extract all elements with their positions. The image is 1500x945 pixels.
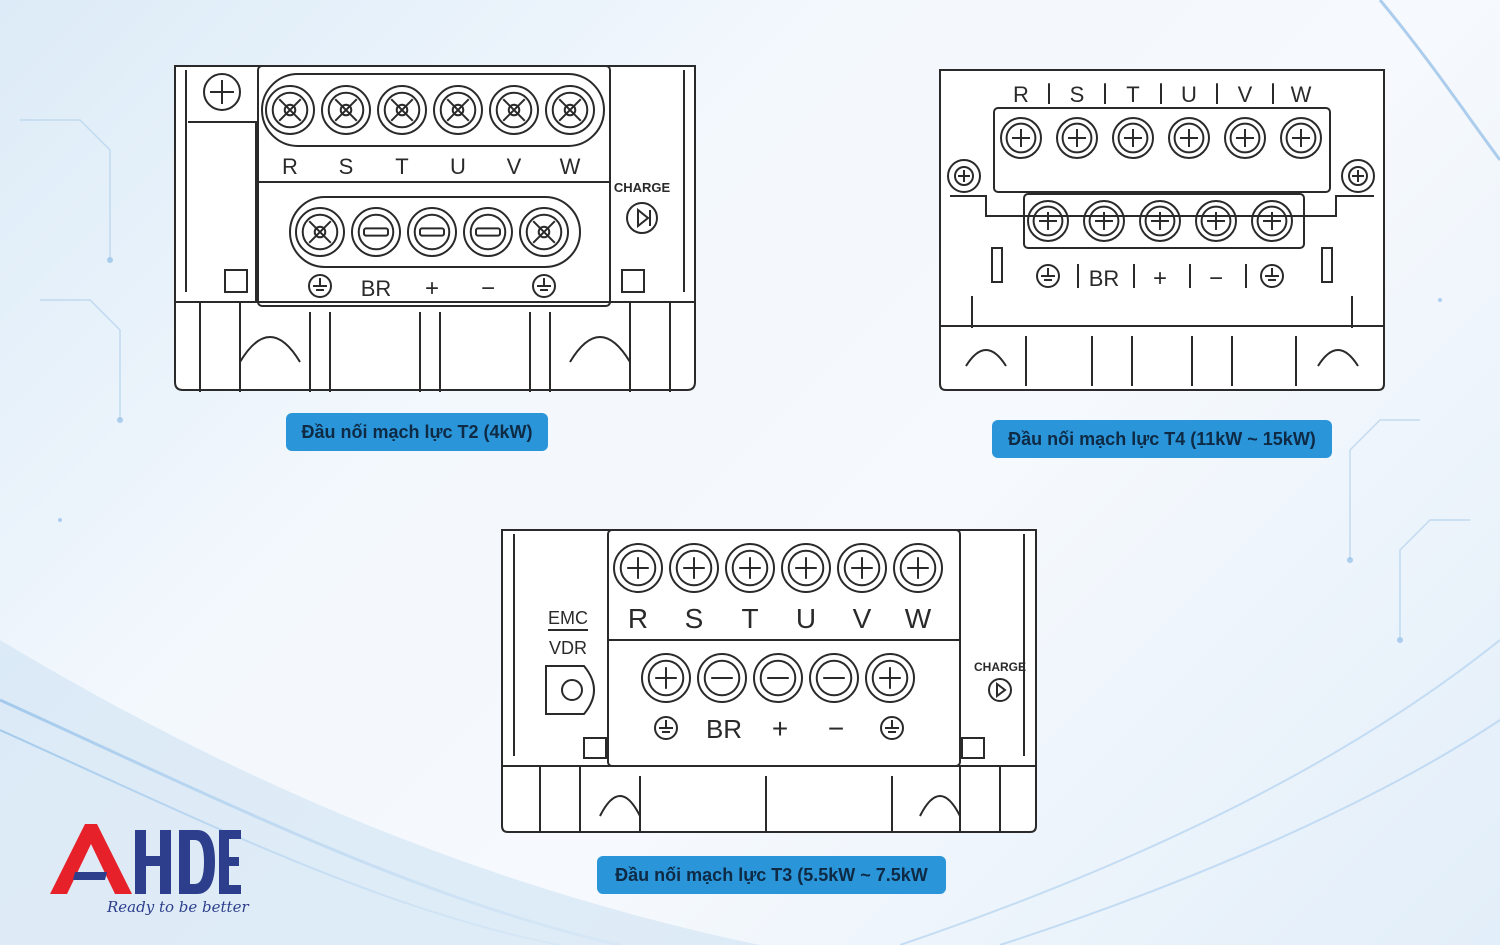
terminal-screw-icon [1112, 117, 1154, 159]
terminal-label-r: R [282, 154, 298, 179]
t2-label-br: BR [361, 276, 392, 301]
terminal-screw-icon [697, 653, 747, 703]
terminal-label-t: T [1126, 82, 1139, 107]
terminal-screw-icon [725, 543, 775, 593]
terminal-label-t: T [741, 603, 758, 634]
t4-label-plus: + [1153, 265, 1167, 292]
terminal-screw-icon [1000, 117, 1042, 159]
terminal-screw-icon [1280, 117, 1322, 159]
t3-charge-label: CHARGE [974, 660, 1026, 674]
terminal-screw-icon [407, 207, 457, 257]
mount-screw-icon [1341, 159, 1375, 193]
terminal-screw-icon [1056, 117, 1098, 159]
logo-tagline: Ready to be better [107, 898, 249, 916]
terminal-screw-icon [321, 85, 371, 135]
ground-symbol-icon [308, 274, 332, 298]
t2-label-minus: − [481, 275, 495, 302]
t2-terminal-diagram: R S T U V W BR + − CHARGE [170, 62, 700, 396]
t3-terminal-diagram: R S T U V W BR + − EMC VDR CHARGE [500, 526, 1040, 836]
charge-led-icon [988, 678, 1012, 702]
terminal-screw-icon [1168, 117, 1210, 159]
ground-symbol-icon [532, 274, 556, 298]
ground-symbol-icon [1036, 264, 1060, 288]
terminal-screw-icon [1083, 200, 1125, 242]
terminal-label-v: V [853, 603, 872, 634]
terminal-screw-icon [753, 653, 803, 703]
emc-vdr-screw-bracket [545, 665, 595, 715]
terminal-label-w: W [1291, 82, 1312, 107]
terminal-label-r: R [628, 603, 648, 634]
terminal-screw-icon [295, 207, 345, 257]
terminal-screw-icon [669, 543, 719, 593]
terminal-screw-icon [837, 543, 887, 593]
terminal-label-v: V [507, 154, 522, 179]
terminal-label-v: V [1238, 82, 1253, 107]
terminal-screw-icon [1195, 200, 1237, 242]
terminal-label-t: T [395, 154, 408, 179]
terminal-screw-icon [1139, 200, 1181, 242]
ahde-logo [50, 824, 241, 894]
terminal-screw-icon [1224, 117, 1266, 159]
terminal-label-u: U [796, 603, 816, 634]
ground-symbol-icon [880, 716, 904, 740]
terminal-screw-icon [545, 85, 595, 135]
terminal-label-w: W [905, 603, 932, 634]
terminal-label-u: U [450, 154, 466, 179]
terminal-screw-icon [351, 207, 401, 257]
t2-label-plus: + [425, 275, 439, 302]
terminal-screw-icon [809, 653, 859, 703]
t3-vdr-label: VDR [549, 638, 587, 658]
terminal-screw-icon [865, 653, 915, 703]
terminal-screw-icon [1251, 200, 1293, 242]
terminal-screw-icon [377, 85, 427, 135]
terminal-screw-icon [1027, 200, 1069, 242]
t3-label-br: BR [706, 714, 742, 744]
terminal-screw-icon [641, 653, 691, 703]
ground-symbol-icon [1260, 264, 1284, 288]
terminal-label-w: W [560, 154, 581, 179]
terminal-screw-icon [893, 543, 943, 593]
terminal-label-r: R [1013, 82, 1029, 107]
ground-screw-icon [203, 73, 241, 111]
terminal-screw-icon [463, 207, 513, 257]
terminal-screw-icon [265, 85, 315, 135]
t4-label-br: BR [1089, 266, 1120, 291]
terminal-label-s: S [685, 603, 704, 634]
t3-label-minus: − [828, 713, 844, 744]
t3-emc-label: EMC [548, 608, 588, 628]
t2-caption: Đầu nối mạch lực T2 (4kW) [286, 413, 548, 451]
t3-label-plus: + [772, 713, 788, 744]
terminal-screw-icon [433, 85, 483, 135]
t4-terminal-diagram: R S T U V W BR + − [936, 66, 1388, 396]
terminal-screw-icon [489, 85, 539, 135]
t2-charge-label: CHARGE [614, 180, 671, 195]
charge-led-icon [626, 202, 658, 234]
terminal-label-u: U [1181, 82, 1197, 107]
terminal-label-s: S [339, 154, 354, 179]
t4-caption: Đầu nối mạch lực T4 (11kW ~ 15kW) [992, 420, 1332, 458]
terminal-screw-icon [781, 543, 831, 593]
mount-screw-icon [947, 159, 981, 193]
t4-label-minus: − [1209, 265, 1223, 292]
t3-caption: Đầu nối mạch lực T3 (5.5kW ~ 7.5kW [597, 856, 946, 894]
terminal-screw-icon [613, 543, 663, 593]
terminal-screw-icon [519, 207, 569, 257]
terminal-label-s: S [1070, 82, 1085, 107]
ground-symbol-icon [654, 716, 678, 740]
